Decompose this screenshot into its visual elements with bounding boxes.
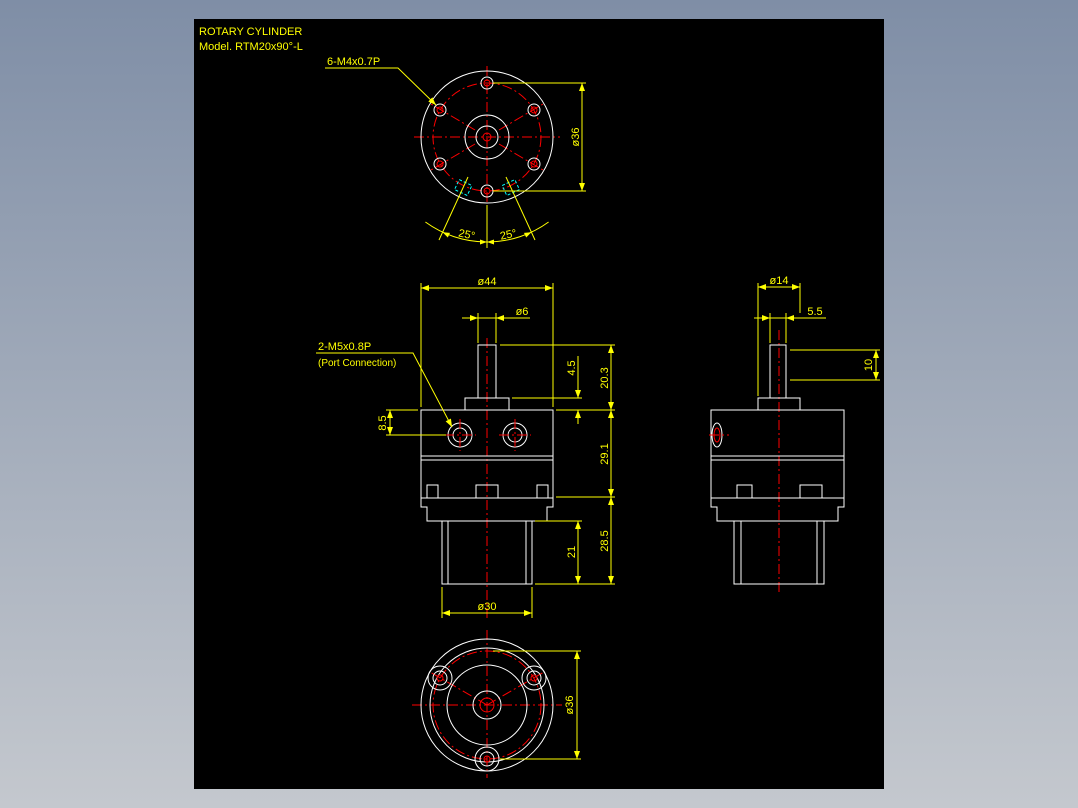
bottom-hub-outline	[472, 690, 502, 720]
base-height-label: 28.5	[599, 530, 611, 551]
top-center-mark	[482, 132, 492, 142]
screw-center	[483, 755, 491, 763]
top-view: 25° 25° ø36 6-M4x0.7P	[325, 56, 586, 248]
bottom-center-bore	[479, 697, 495, 713]
bottom-bolt-circle	[432, 650, 542, 760]
mounting-hole-center	[436, 160, 444, 168]
port-left	[444, 419, 476, 451]
front-stopper-notches	[426, 484, 549, 498]
screw-boss	[474, 746, 500, 772]
mounting-hole	[433, 157, 447, 171]
screw-head	[526, 670, 542, 686]
mounting-hole-center	[483, 187, 491, 195]
port-right	[499, 419, 531, 451]
bottom-view-radial-line	[486, 671, 545, 706]
bottom-screw-bosses	[427, 665, 547, 772]
collar-height-label: 4.5	[566, 360, 578, 375]
angle-right-label: 25°	[499, 227, 518, 242]
screw-head	[432, 670, 448, 686]
mounting-hole-center	[483, 79, 491, 87]
screw-boss	[521, 665, 547, 691]
front-view: ø44 ø6 4.5 20.3 29.1 28.5 21	[316, 276, 615, 618]
body-height-label: 29.1	[599, 443, 611, 464]
flat-width-label: 5.5	[807, 306, 822, 318]
mounting-hole-center	[436, 106, 444, 114]
screw-head	[479, 751, 495, 767]
angle-arrow	[487, 239, 494, 245]
screw-boss	[427, 665, 453, 691]
screw-center	[436, 674, 444, 682]
drawing-canvas[interactable]	[194, 19, 884, 789]
shaft-height-label: 20.3	[599, 367, 611, 388]
side-port	[709, 422, 729, 448]
mounting-hole-center	[530, 160, 538, 168]
top-mounting-holes	[433, 76, 541, 198]
hole-callout-label: 6-M4x0.7P	[327, 56, 380, 68]
top-shaft-outline	[475, 125, 499, 149]
side-base-outline	[733, 520, 825, 585]
angle-dimension-arc	[425, 221, 549, 243]
mounting-hole	[527, 157, 541, 171]
flat-length-label: 10	[863, 359, 875, 371]
side-view: ø14 5.5 10	[709, 275, 880, 592]
angle-arrow	[480, 239, 487, 245]
top-bolt-circle-label: ø36	[570, 128, 582, 147]
bottom-boss-outline	[446, 664, 528, 746]
angle-extension-line-right	[505, 176, 536, 241]
side-stopper-notches	[736, 484, 823, 498]
angle-arrow	[442, 232, 450, 238]
angle-left-label: 25°	[457, 227, 476, 242]
hole-callout-leader	[325, 67, 437, 106]
port-height-label: 8.5	[377, 415, 389, 430]
shaft-diameter-label: ø6	[516, 306, 529, 318]
mounting-hole	[527, 103, 541, 117]
angle-extension-line-left	[438, 176, 469, 241]
mounting-hole	[433, 103, 447, 117]
port-callout-label: 2-M5x0.8P	[318, 341, 371, 353]
collar-diameter-label: ø14	[770, 275, 789, 287]
base-diameter-label: ø30	[478, 601, 497, 613]
screw-center	[530, 674, 538, 682]
angle-arrow	[524, 232, 532, 238]
port-note-label: (Port Connection)	[318, 358, 396, 369]
port-callout-leader	[316, 352, 453, 428]
mounting-hole-center	[530, 106, 538, 114]
top-flange-outline	[420, 70, 554, 204]
top-hub-outline	[464, 114, 510, 160]
bottom-view-radial-line	[429, 671, 488, 706]
drawing-title: ROTARY CYLINDER	[199, 26, 302, 38]
top-bolt-circle	[432, 82, 542, 192]
drawing-model: Model. RTM20x90°-L	[199, 41, 303, 53]
bottom-view: ø36	[412, 630, 581, 778]
front-base-outline	[441, 520, 533, 585]
boss-height-label: 21	[566, 546, 578, 558]
body-diameter-label: ø44	[478, 276, 497, 288]
bottom-bolt-circle-label: ø36	[564, 696, 576, 715]
